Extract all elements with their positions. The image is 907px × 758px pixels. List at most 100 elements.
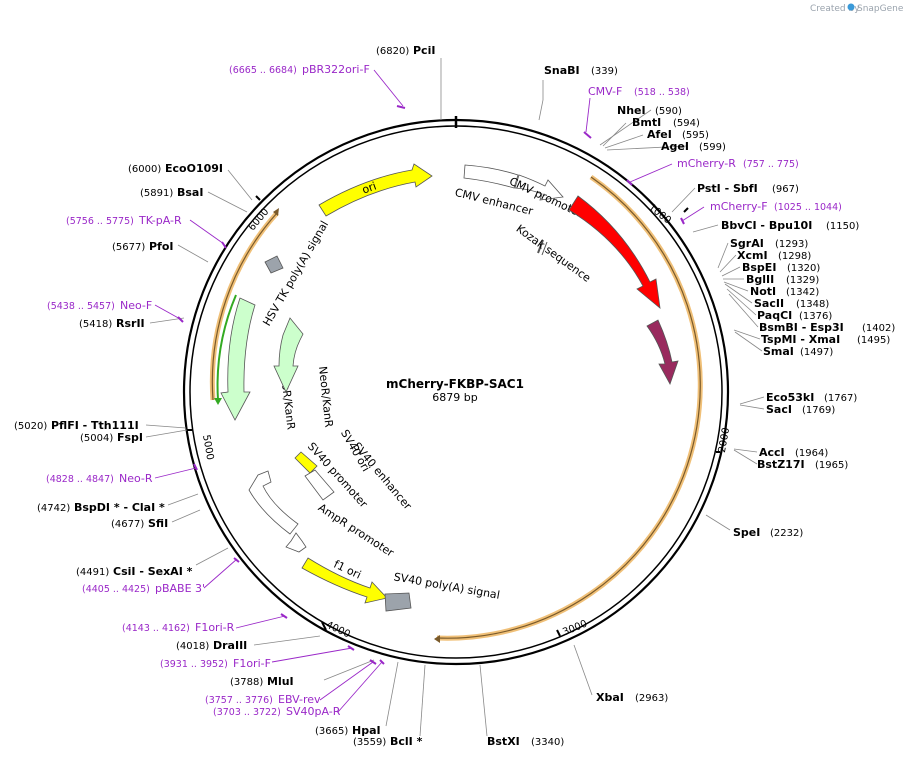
feature-kozak-2 (541, 241, 548, 256)
connector-bmti (602, 122, 627, 147)
connector-agei (606, 145, 687, 151)
site-rsrii[interactable]: RsrII (116, 317, 145, 330)
site-nhei[interactable]: NheI (617, 104, 646, 117)
primer-line-tk-pa-r (189, 219, 225, 245)
site-pos: (4742) (37, 503, 70, 514)
site-xbai[interactable]: XbaI (596, 691, 624, 704)
feature-ampr-promoter-label: AmpR promoter (316, 501, 397, 560)
feature-cmv-enhancer (463, 164, 519, 189)
feature-sv40-promoter (248, 470, 299, 535)
primer-line-neo-r (154, 467, 197, 479)
connector-csii (195, 547, 229, 566)
site-snabi[interactable]: SnaBI (544, 64, 580, 77)
primer-ebv-rev[interactable]: EBV-rev (278, 693, 321, 706)
primer-mark-tk-pa-r (221, 241, 227, 249)
tick-label-5000: 5000 (200, 434, 215, 461)
primer-pbabe3[interactable]: pBABE 3' (155, 582, 205, 595)
site-pos: (594) (673, 118, 700, 129)
site-psti-sbfi[interactable]: PstI - SbfI (697, 182, 758, 195)
feature-kozak-label: Kozak sequence (514, 222, 594, 285)
site-pfoi[interactable]: PfoI (149, 240, 174, 253)
site-pos: (6820) (376, 46, 409, 57)
connector-bstxi (479, 664, 488, 737)
site-sfii[interactable]: SfiI (148, 517, 168, 530)
tick-label-1000: 1000 (646, 202, 673, 226)
connector-tspmi (733, 329, 761, 340)
site-bcli[interactable]: BclI * (390, 735, 423, 748)
site-pos: (5891) (140, 188, 173, 199)
primer-range: (3931 .. 3952) (160, 659, 228, 670)
site-pos: (1402) (862, 323, 895, 334)
connector-bstz17i (733, 449, 758, 465)
site-smai[interactable]: SmaI (763, 345, 794, 358)
site-pos: (1767) (824, 393, 857, 404)
site-bbvci-bpu10i[interactable]: BbvCI - Bpu10I (721, 219, 812, 232)
site-mlui[interactable]: MluI (267, 675, 294, 688)
brand-name: SnapGene (857, 4, 904, 14)
primer-pbr322ori-f[interactable]: pBR322ori-F (302, 63, 370, 76)
primer-mark-sv40pa-r (379, 659, 385, 665)
site-pflfi-tth111i[interactable]: PflFI - Tth111I (51, 419, 139, 432)
site-bspdi-clai[interactable]: BspDI * - ClaI * (74, 501, 165, 514)
primer-mark-mcherry-r (626, 179, 633, 186)
site-pcii[interactable]: PciI (413, 44, 435, 57)
site-tspmi-xmai[interactable]: TspMI - XmaI (761, 333, 840, 346)
site-bsmbi-esp3i[interactable]: BsmBI - Esp3I (759, 321, 844, 334)
site-eco53ki[interactable]: Eco53kI (766, 391, 814, 404)
site-bstxi[interactable]: BstXI (487, 735, 520, 748)
primer-f1ori-r[interactable]: F1ori-R (195, 621, 235, 634)
site-xcmi[interactable]: XcmI (737, 249, 768, 262)
site-pos: (3340) (531, 737, 564, 748)
primer-mcherry-f[interactable]: mCherry-F (710, 200, 768, 213)
site-sgrai[interactable]: SgrAI (730, 237, 764, 250)
feature-fkbp (646, 319, 679, 385)
connector-hpai (385, 661, 399, 727)
primer-mcherry-r[interactable]: mCherry-R (677, 157, 736, 170)
feature-f1-ori (301, 557, 388, 604)
site-bmti[interactable]: BmtI (632, 116, 661, 129)
site-draiii[interactable]: DraIII (213, 639, 247, 652)
site-saci[interactable]: SacI (766, 403, 792, 416)
site-pos: (1769) (802, 405, 835, 416)
site-bspei[interactable]: BspEI (742, 261, 776, 274)
site-pos: (1342) (786, 287, 819, 298)
primer-tk-pa-r[interactable]: TK-pA-R (138, 214, 182, 227)
feature-neor-outer (220, 297, 256, 421)
feature-sv40-enhancer (304, 469, 335, 501)
connector-psti (671, 187, 696, 213)
site-csii-sexai[interactable]: CsiI - SexAI * (113, 565, 193, 578)
site-bglii[interactable]: BglII (746, 273, 774, 286)
site-fspi[interactable]: FspI (117, 431, 143, 444)
site-sacii[interactable]: SacII (754, 297, 784, 310)
connector-nhei (599, 109, 652, 146)
primer-f1ori-f[interactable]: F1ori-F (233, 657, 271, 670)
primer-neo-r[interactable]: Neo-R (119, 472, 153, 485)
site-paqci[interactable]: PaqCI (757, 309, 792, 322)
site-pos: (4018) (176, 641, 209, 652)
site-noti[interactable]: NotI (750, 285, 776, 298)
connector-sacii (724, 283, 753, 304)
primer-mark-pbabe3 (233, 557, 240, 563)
primer-line-ebv-rev (319, 661, 374, 701)
site-agei[interactable]: AgeI (661, 140, 689, 153)
primer-sv40pa-r[interactable]: SV40pA-R (286, 705, 341, 718)
site-spei[interactable]: SpeI (733, 526, 760, 539)
site-pos: (339) (591, 66, 618, 77)
site-bsai[interactable]: BsaI (177, 186, 203, 199)
site-hpai[interactable]: HpaI (352, 724, 381, 737)
site-acci[interactable]: AccI (759, 446, 785, 459)
orf-arcs (209, 174, 703, 643)
site-afei[interactable]: AfeI (647, 128, 672, 141)
orf-arc-line (436, 176, 701, 639)
site-ecoo109i[interactable]: EcoO109I (165, 162, 223, 175)
orf-arrowhead (434, 635, 440, 643)
connector-draiii (253, 635, 321, 646)
primer-neo-f[interactable]: Neo-F (120, 299, 152, 312)
site-bstz17i[interactable]: BstZ17I (757, 458, 805, 471)
primer-range: (3757 .. 3776) (205, 695, 273, 706)
connector-sfii (171, 509, 201, 523)
primer-cmv-f[interactable]: CMV-F (588, 85, 622, 98)
site-pos: (595) (682, 130, 709, 141)
feature-neor-inner (273, 317, 304, 393)
